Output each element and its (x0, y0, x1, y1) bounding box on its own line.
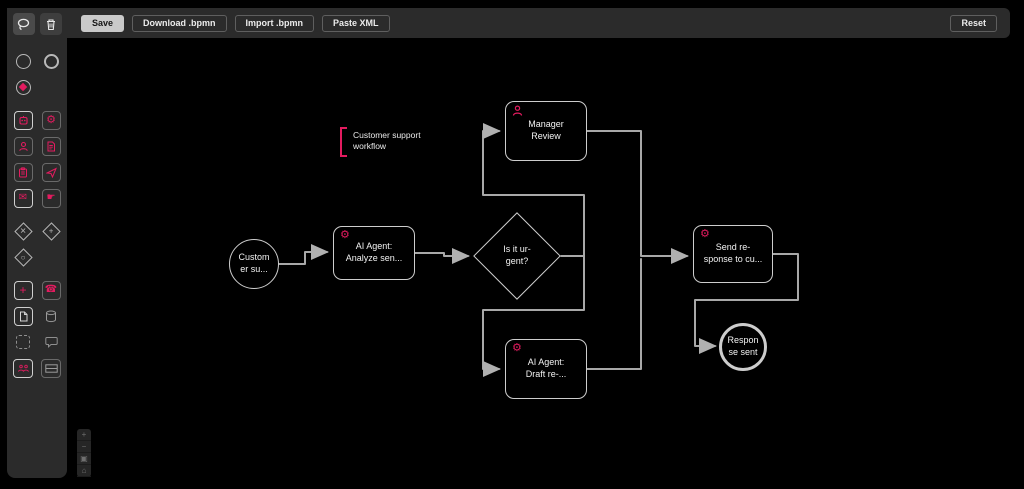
annotation-text: Customer support workflow (353, 130, 421, 152)
flow-manager-to-send (586, 130, 689, 264)
plus-icon: + (19, 283, 27, 297)
save-button[interactable]: Save (81, 14, 125, 32)
palette-send-task[interactable] (38, 159, 64, 185)
text-annotation[interactable]: Customer support workflow (340, 127, 421, 157)
send-response-task-node[interactable]: ⚙ Send re- sponse to cu... (693, 225, 773, 283)
flow-draft-to-send (586, 258, 642, 370)
start-event-icon (15, 53, 31, 69)
download-bpmn-button[interactable]: Download .bpmn (132, 14, 227, 32)
palette-participant-pool[interactable] (10, 355, 36, 381)
envelope-icon: ✉ (18, 192, 28, 203)
palette-text-annotation[interactable] (38, 329, 64, 355)
palette-manual-task[interactable]: ☛ (38, 185, 64, 211)
clipboard-icon (13, 162, 33, 182)
palette-start-event[interactable] (10, 48, 36, 74)
cylinder-icon (46, 310, 56, 322)
person-icon (13, 136, 33, 156)
palette-business-rule-task[interactable] (10, 159, 36, 185)
start-event-node[interactable]: Custom er su... (229, 239, 279, 289)
gateway-x-icon: ✕ (13, 221, 33, 241)
paste-xml-button[interactable]: Paste XML (322, 14, 390, 32)
palette-data-object[interactable] (10, 303, 36, 329)
end-event-node[interactable]: Respon se sent (719, 323, 767, 371)
palette-receive-task[interactable]: ✉ (10, 185, 36, 211)
diagram-canvas[interactable]: Customer support workflow Custom er su..… (67, 38, 1010, 478)
palette-agent-task[interactable] (10, 107, 36, 133)
lane-icon (41, 358, 61, 378)
gateway-plus-icon: + (41, 221, 61, 241)
reset-button[interactable]: Reset (950, 14, 997, 32)
analyze-task-node[interactable]: ⚙ AI Agent: Analyze sen... (333, 226, 415, 280)
palette-group[interactable] (10, 329, 36, 355)
palette-lane[interactable] (38, 355, 64, 381)
robot-icon (13, 110, 33, 130)
lasso-icon (17, 18, 30, 30)
speech-bubble-icon (44, 337, 58, 348)
palette-service-task[interactable]: ⚙ (38, 107, 64, 133)
palette-end-event[interactable] (38, 48, 64, 74)
sequence-flows (278, 123, 799, 377)
zoom-out-button[interactable]: − (77, 441, 91, 453)
script-icon (41, 136, 61, 156)
pool-icon (13, 358, 33, 378)
zoom-controls: + − ▣ ⌂ (77, 429, 91, 477)
gear-icon: ⚙ (700, 228, 710, 240)
palette-script-task[interactable] (38, 133, 64, 159)
manager-review-task-node[interactable]: Manager Review (505, 101, 587, 161)
person-icon (512, 105, 523, 120)
delete-tool-button[interactable] (39, 13, 62, 35)
toolbar-button-group: Save Download .bpmn Import .bpmn Paste X… (81, 14, 390, 32)
draft-task-node[interactable]: ⚙ AI Agent: Draft re-... (505, 339, 587, 399)
annotation-bracket (340, 127, 347, 157)
palette-inclusive-gateway[interactable]: ○ (10, 244, 36, 270)
gear-icon: ⚙ (46, 113, 56, 126)
lasso-tool-button[interactable] (12, 13, 35, 35)
top-toolbar: Save Download .bpmn Import .bpmn Paste X… (7, 8, 1010, 38)
flow-analyze-to-gateway (414, 248, 470, 264)
end-event-icon (43, 53, 59, 69)
palette-subprocess[interactable]: + (10, 277, 36, 303)
zoom-in-button[interactable]: + (77, 429, 91, 441)
flow-send-to-end (694, 253, 799, 354)
gear-icon: ⚙ (340, 229, 350, 241)
palette-data-store[interactable] (38, 303, 64, 329)
paper-plane-icon (41, 162, 61, 182)
zoom-fit-button[interactable]: ▣ (77, 453, 91, 465)
import-bpmn-button[interactable]: Import .bpmn (234, 14, 315, 32)
flow-gateway-to-manager (482, 123, 585, 257)
flow-gateway-to-draft (482, 255, 585, 377)
tool-palette: ⚙ ✉ (7, 8, 67, 478)
zoom-reset-button[interactable]: ⌂ (77, 465, 91, 477)
hand-icon: ☛ (46, 192, 56, 203)
palette-parallel-gateway[interactable]: + (38, 218, 64, 244)
group-icon (16, 335, 30, 349)
gateway-label-wrap: Is it ur- gent? (503, 244, 531, 266)
palette-intermediate-event[interactable] (10, 74, 36, 100)
gateway-circle-icon: ○ (13, 247, 33, 267)
flow-start-to-analyze (278, 244, 329, 265)
phone-icon: ☎ (44, 284, 58, 295)
palette-call-activity[interactable]: ☎ (38, 277, 64, 303)
trash-icon (46, 18, 55, 30)
palette-user-task[interactable] (10, 133, 36, 159)
palette-exclusive-gateway[interactable]: ✕ (10, 218, 36, 244)
intermediate-event-icon (15, 79, 31, 95)
page-icon (13, 306, 33, 326)
gear-icon: ⚙ (512, 342, 522, 354)
